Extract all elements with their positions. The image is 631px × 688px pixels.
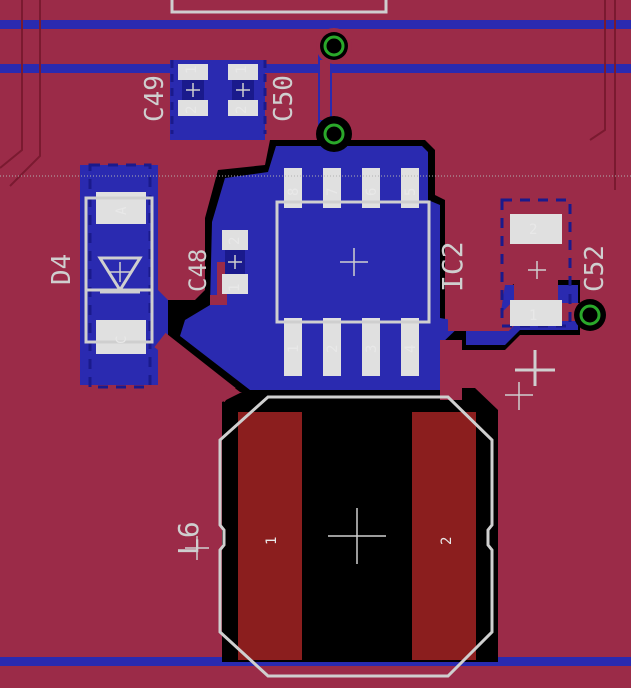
label-d4: D4 [47,254,77,285]
via-c52[interactable] [574,299,606,331]
pin-c50-1: 1 [234,66,250,74]
label-ic2: IC2 [436,241,469,292]
pin-c49-2: 2 [184,106,200,114]
c49-component[interactable] [178,64,208,116]
via-middle[interactable] [316,116,352,152]
c49-pad-top[interactable] [178,64,208,80]
pin-c52-2: 2 [529,222,537,238]
pin-c52-1: 1 [529,308,537,324]
pin-ic2-8: 8 [286,188,302,196]
pin-c50-2: 2 [234,106,250,114]
via-top[interactable] [316,28,352,64]
bottom-copper-ic-region [180,146,464,390]
ic2-pads-top[interactable] [284,168,419,208]
ic2-pads-bottom[interactable] [284,318,419,376]
pin-d4-c: C [114,336,130,344]
ic2-pad-1[interactable] [284,318,302,376]
c52-outline [500,198,572,328]
trace-left-edge [0,0,23,169]
pin-ic2-5: 5 [403,188,419,196]
trace-ic-pin4-out [440,340,462,400]
silk-fragment-top [170,0,388,14]
pin-c48-2: 2 [227,237,243,245]
label-c49: C49 [140,75,170,122]
pin-ic2-1: 1 [286,345,302,353]
ic2-pad-3[interactable] [362,318,380,376]
ic2-pad-2[interactable] [323,318,341,376]
ic2-pad-8[interactable] [284,168,302,208]
ic2-pad-6[interactable] [362,168,380,208]
l6-pad-1[interactable] [238,412,302,660]
ic2-pad-7[interactable] [323,168,341,208]
c48-component[interactable] [222,230,248,294]
c50-component[interactable] [228,64,258,116]
c48-pad-top[interactable] [222,230,248,250]
trace-left-to-ic [154,332,236,403]
c52-body [514,244,558,300]
pin-ic2-3: 3 [364,345,380,353]
label-c48: C48 [184,249,212,292]
c49-c50-outline [170,60,267,134]
label-l6: L6 [172,521,205,555]
pin-ic2-2: 2 [325,345,341,353]
c52-pad-2[interactable] [510,214,562,244]
d4-diode-symbol [97,256,143,293]
d4-component[interactable] [84,163,154,389]
bottom-trace-top-1 [0,20,631,29]
trace-right-edge [589,0,606,141]
c48-pad-bottom[interactable] [222,274,248,294]
l6-outline [218,395,494,678]
label-c52: C52 [580,245,610,292]
label-c50: C50 [269,75,299,122]
pin-l6-1: 1 [264,537,280,545]
l6-pad-2[interactable] [412,412,476,660]
c52-pad-1[interactable] [510,300,562,326]
bottom-trace-top-2 [0,64,631,73]
pin-ic2-6: 6 [364,188,380,196]
d4-outline [88,163,152,389]
c50-pad-bottom[interactable] [228,100,258,116]
ic2-pad-4[interactable] [401,318,419,376]
d4-silk-body [84,196,154,344]
ic2-body-outline[interactable] [275,200,431,324]
bottom-trace-via-link-mask [320,60,330,120]
pin-l6-2: 2 [439,537,455,545]
c50-pad-top[interactable] [228,64,258,80]
d4-pad-cathode[interactable] [96,320,146,354]
pin-c49-1: 1 [184,66,200,74]
c52-component[interactable] [500,198,572,328]
pin-ic2-4: 4 [403,345,419,353]
trace-left-edge-2 [9,0,41,187]
ic2-pad-5[interactable] [401,168,419,208]
c49-pad-bottom[interactable] [178,100,208,116]
pin-ic2-7: 7 [325,188,341,196]
pin-d4-a: A [114,206,130,215]
pin-c48-1: 1 [227,284,243,292]
